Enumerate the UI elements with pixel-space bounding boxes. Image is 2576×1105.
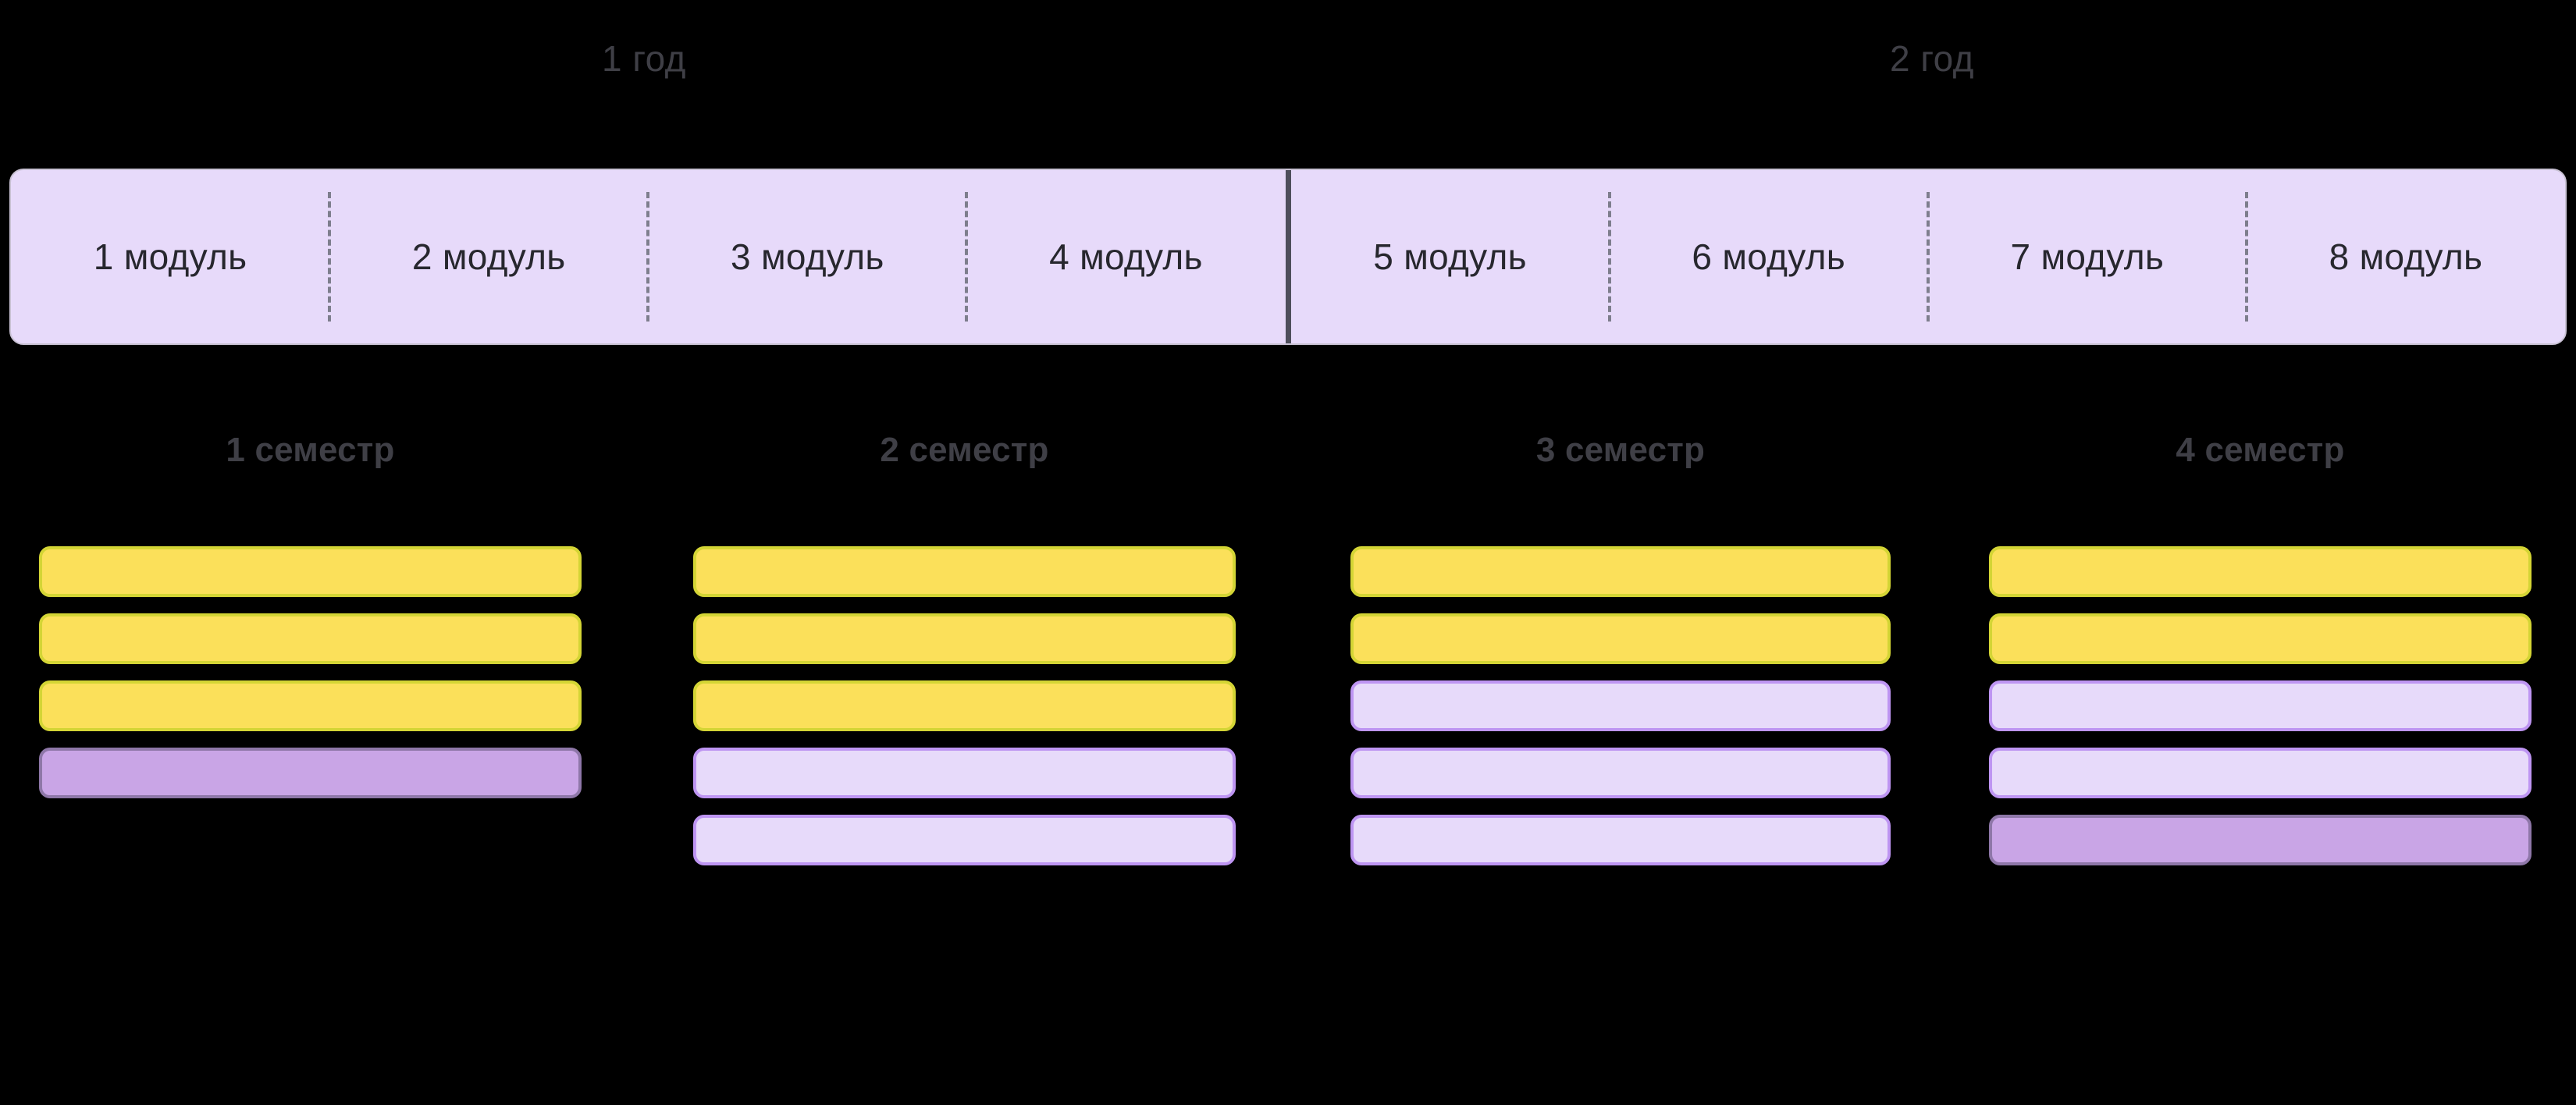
course-bar[interactable]	[693, 613, 1236, 664]
course-bar[interactable]	[693, 748, 1236, 798]
course-bar[interactable]	[1350, 748, 1891, 798]
course-bar[interactable]	[693, 546, 1236, 597]
bar-column-semester-4	[1989, 546, 2532, 882]
course-bar[interactable]	[1350, 680, 1891, 731]
year-label-1: 1 год	[601, 38, 687, 79]
year-heading-row: 1 год 2 год	[0, 0, 2576, 140]
module-cell-2[interactable]: 2 модуль	[328, 170, 648, 343]
course-bar[interactable]	[1350, 613, 1891, 664]
bar-column-semester-2	[693, 546, 1236, 882]
module-cell-3[interactable]: 3 модуль	[646, 170, 966, 343]
bar-column-semester-1	[39, 546, 582, 815]
course-bar[interactable]	[1989, 815, 2532, 865]
course-bar[interactable]	[1989, 680, 2532, 731]
module-cell-4[interactable]: 4 модуль	[965, 170, 1285, 343]
course-bar[interactable]	[39, 680, 582, 731]
course-bar[interactable]	[39, 748, 582, 798]
module-cell-7[interactable]: 7 модуль	[1926, 170, 2247, 343]
module-strip: 1 модуль 2 модуль 3 модуль 4 модуль 5 мо…	[9, 169, 2567, 345]
year-group-1: 1 модуль 2 модуль 3 модуль 4 модуль	[11, 170, 1286, 343]
course-bar[interactable]	[1350, 546, 1891, 597]
module-cell-6[interactable]: 6 модуль	[1607, 170, 1928, 343]
semester-heading-row: 1 семестр 2 семестр 3 семестр 4 семестр	[0, 0, 2576, 469]
course-bar[interactable]	[693, 815, 1236, 865]
course-bar[interactable]	[39, 613, 582, 664]
semester-label-1: 1 семестр	[226, 431, 395, 469]
course-bar[interactable]	[1989, 613, 2532, 664]
semester-label-3: 3 семестр	[1535, 431, 1706, 469]
semester-label-4: 4 семестр	[2176, 431, 2345, 469]
course-bar[interactable]	[39, 546, 582, 597]
bar-column-semester-3	[1350, 546, 1891, 882]
module-cell-5[interactable]: 5 модуль	[1373, 236, 1527, 277]
course-bar[interactable]	[1989, 546, 2532, 597]
semester-label-2: 2 семестр	[880, 431, 1049, 469]
module-cell-8[interactable]: 8 модуль	[2244, 170, 2565, 343]
year-label-2: 2 год	[1889, 38, 1975, 79]
year-group-2: 5 модуль 6 модуль 7 модуль 8 модуль	[1285, 170, 2566, 343]
module-cell-1[interactable]: 1 модуль	[93, 236, 247, 277]
course-bar[interactable]	[1350, 815, 1891, 865]
course-bar[interactable]	[693, 680, 1236, 731]
course-bar[interactable]	[1989, 748, 2532, 798]
course-bars-area	[0, 546, 2576, 1105]
